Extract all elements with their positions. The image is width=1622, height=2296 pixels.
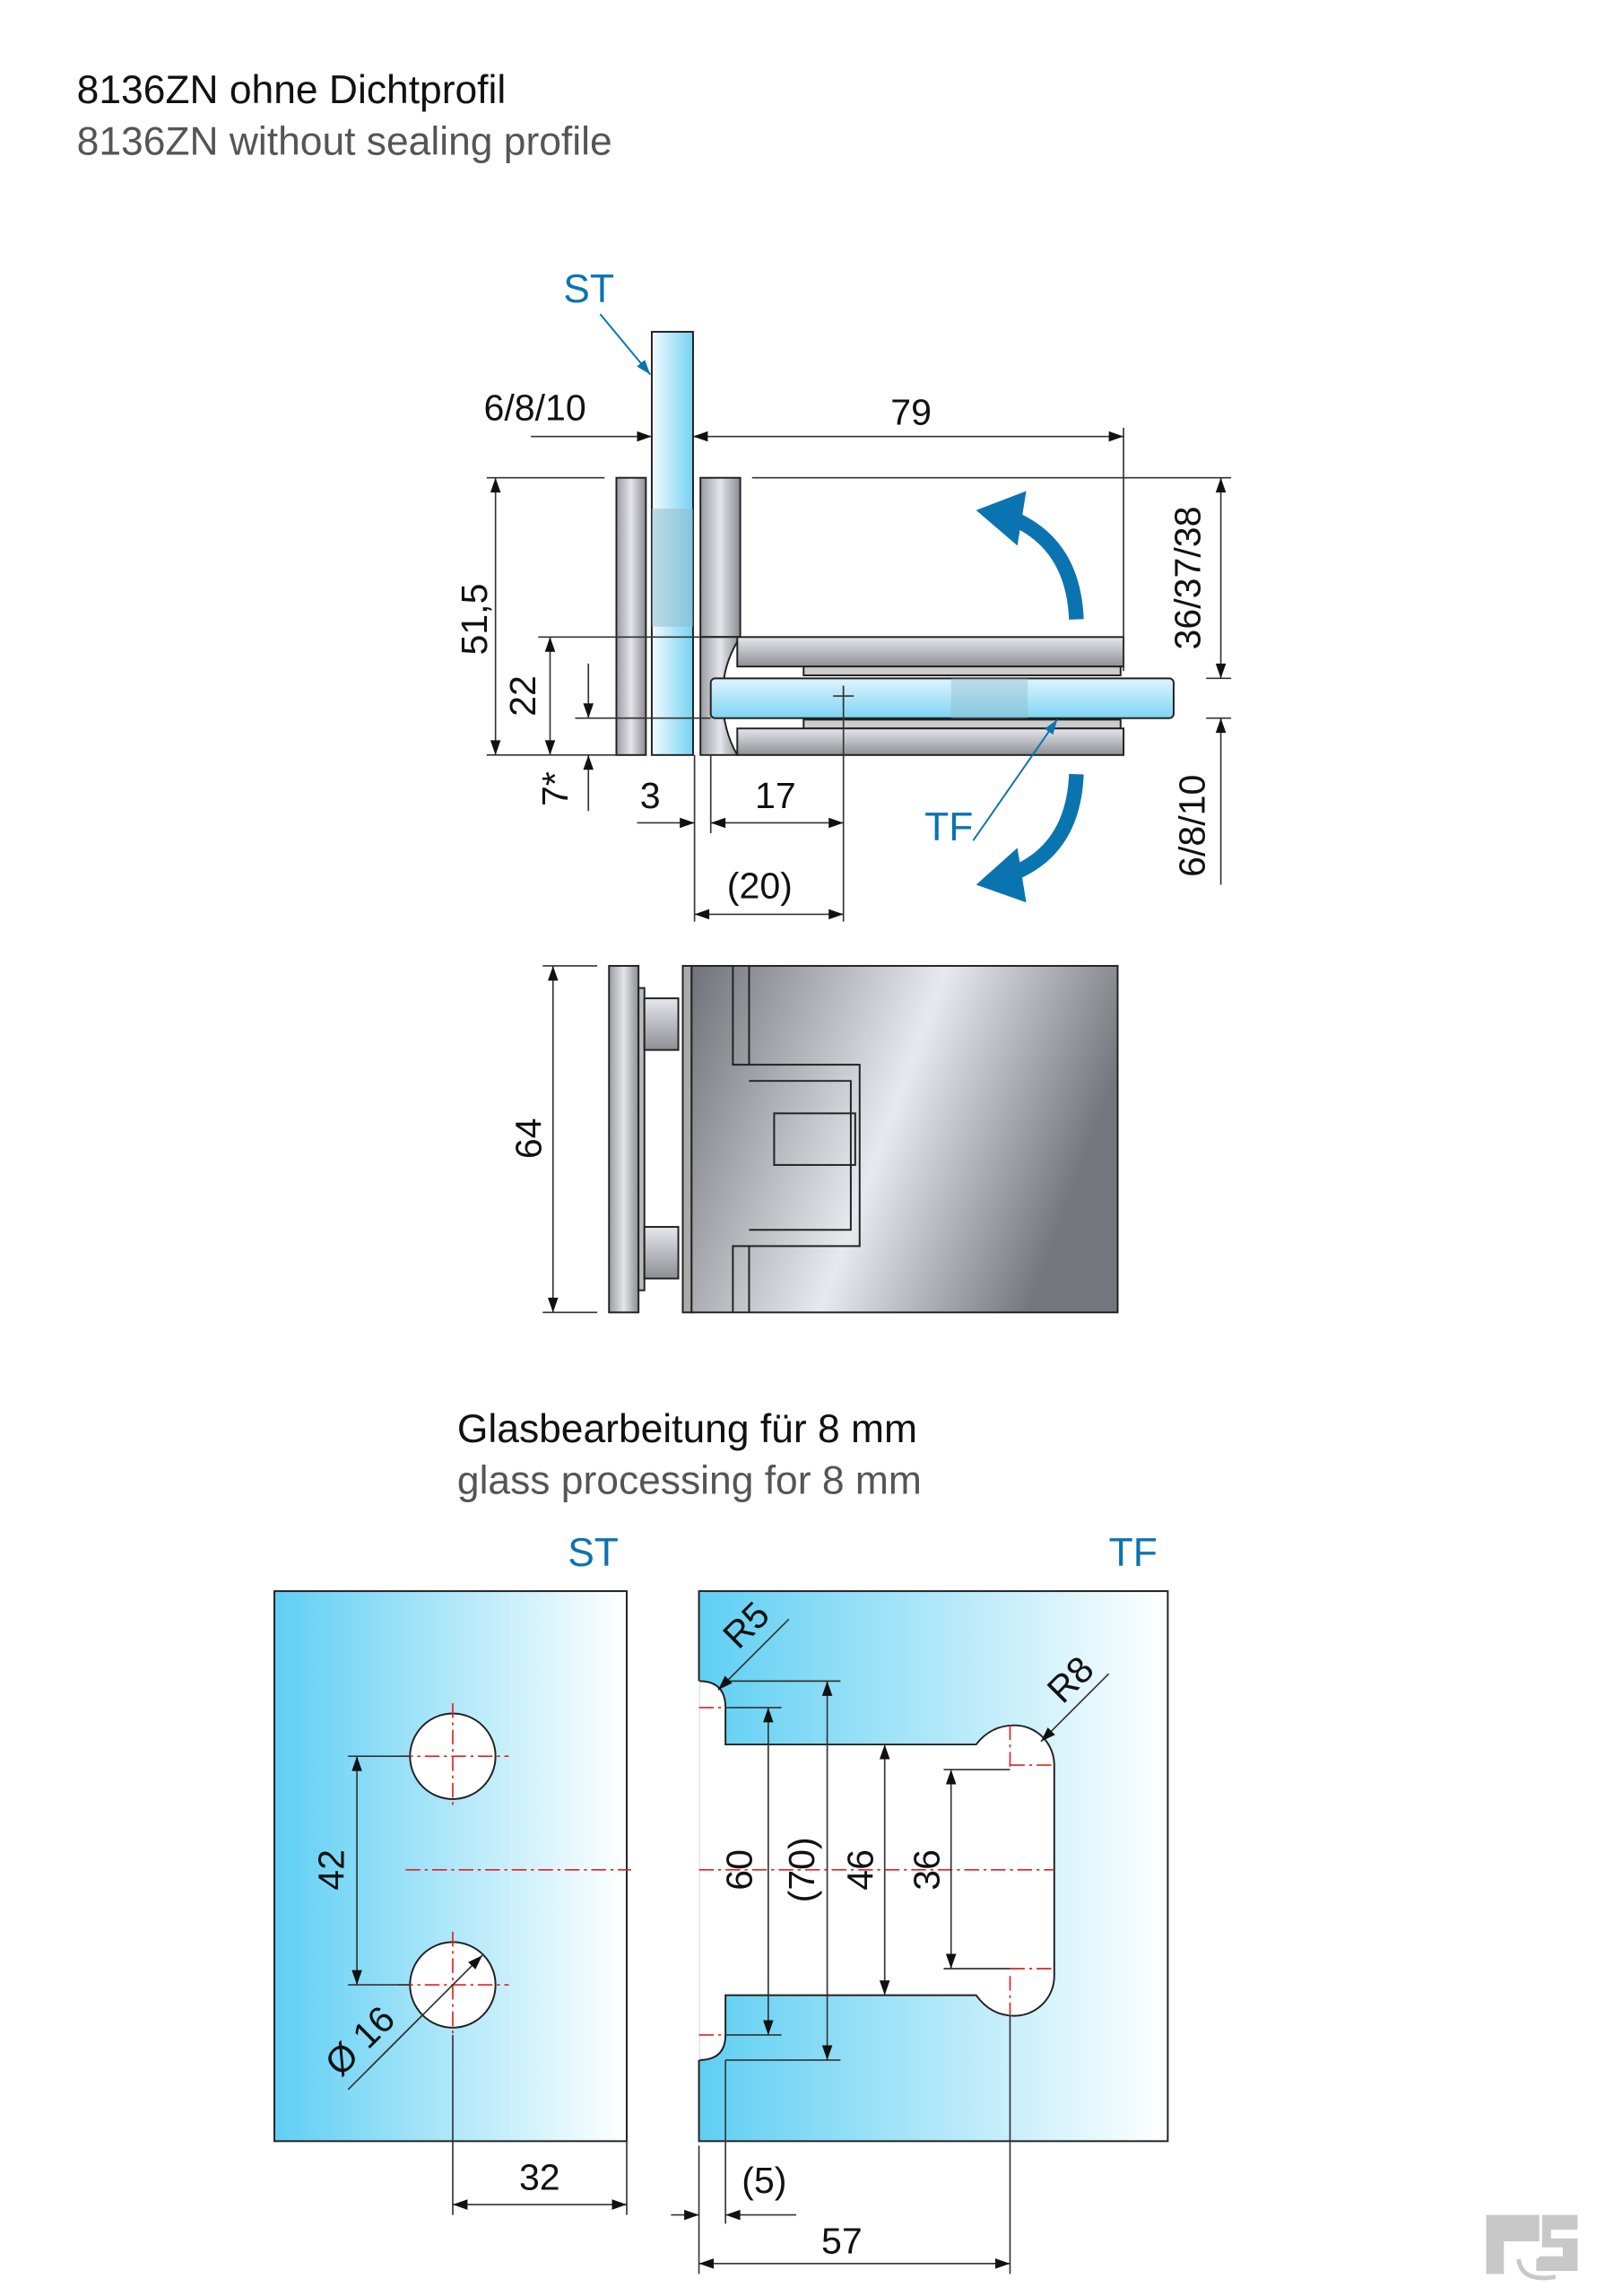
rs-logo <box>1486 2214 1578 2281</box>
top-view: ST TF 6/8/10 79 51,5 22 7* 3 17 (20) 36/… <box>454 267 1232 922</box>
st-panel: ST 42 Ø 16 32 <box>273 1531 631 2215</box>
processing-title-de: Glasbearbeitung für 8 mm <box>457 1407 917 1451</box>
rotate-down-arrow-icon <box>1011 773 1084 880</box>
dim-70: (70) <box>781 1837 822 1902</box>
dim-32: 32 <box>519 2157 560 2198</box>
processing-title-en: glass processing for 8 mm <box>457 1459 922 1503</box>
dim-57: 57 <box>821 2220 863 2261</box>
clamp-bottom <box>736 727 1125 756</box>
front-plate <box>608 964 640 1314</box>
bolt <box>643 997 680 1051</box>
dim-64: 64 <box>508 1118 550 1159</box>
dim-36: 36 <box>906 1849 948 1891</box>
dim-36-37-38: 36/37/38 <box>1167 507 1209 650</box>
right-plate <box>699 476 742 639</box>
clamp-top <box>736 636 1125 668</box>
label-st-panel: ST <box>568 1531 619 1575</box>
dim-51-5: 51,5 <box>454 584 495 656</box>
label-tf: TF <box>924 805 973 849</box>
label-st: ST <box>563 267 614 311</box>
tf-panel: TF 60 (70) 46 36 R5 R8 (5) 57 <box>671 1531 1169 2274</box>
front-view: 64 <box>508 964 1119 1314</box>
dim-79: 79 <box>890 392 932 433</box>
dim-7: 7* <box>534 771 576 806</box>
title-de: 8136ZN ohne Dichtprofil <box>77 68 507 112</box>
hinge-body <box>690 964 1119 1314</box>
dim-glass-st: 6/8/10 <box>483 387 585 429</box>
dim-46: 46 <box>840 1849 881 1891</box>
left-plate <box>615 476 647 756</box>
dim-6-8-10-right: 6/8/10 <box>1171 775 1212 877</box>
dim-42: 42 <box>310 1849 351 1891</box>
tf-glass <box>709 677 1175 719</box>
dim-3: 3 <box>640 775 661 816</box>
dim-17: 17 <box>755 775 796 816</box>
dim-22: 22 <box>502 675 543 717</box>
cutout <box>698 1680 1055 2061</box>
dim-5: (5) <box>742 2160 786 2201</box>
bolt <box>643 1225 680 1280</box>
label-tf-panel: TF <box>1109 1531 1158 1575</box>
title-en: 8136ZN without sealing profile <box>77 120 612 164</box>
dim-60: 60 <box>719 1849 760 1891</box>
rotate-up-arrow-icon <box>1010 512 1084 620</box>
dim-20: (20) <box>727 865 793 906</box>
